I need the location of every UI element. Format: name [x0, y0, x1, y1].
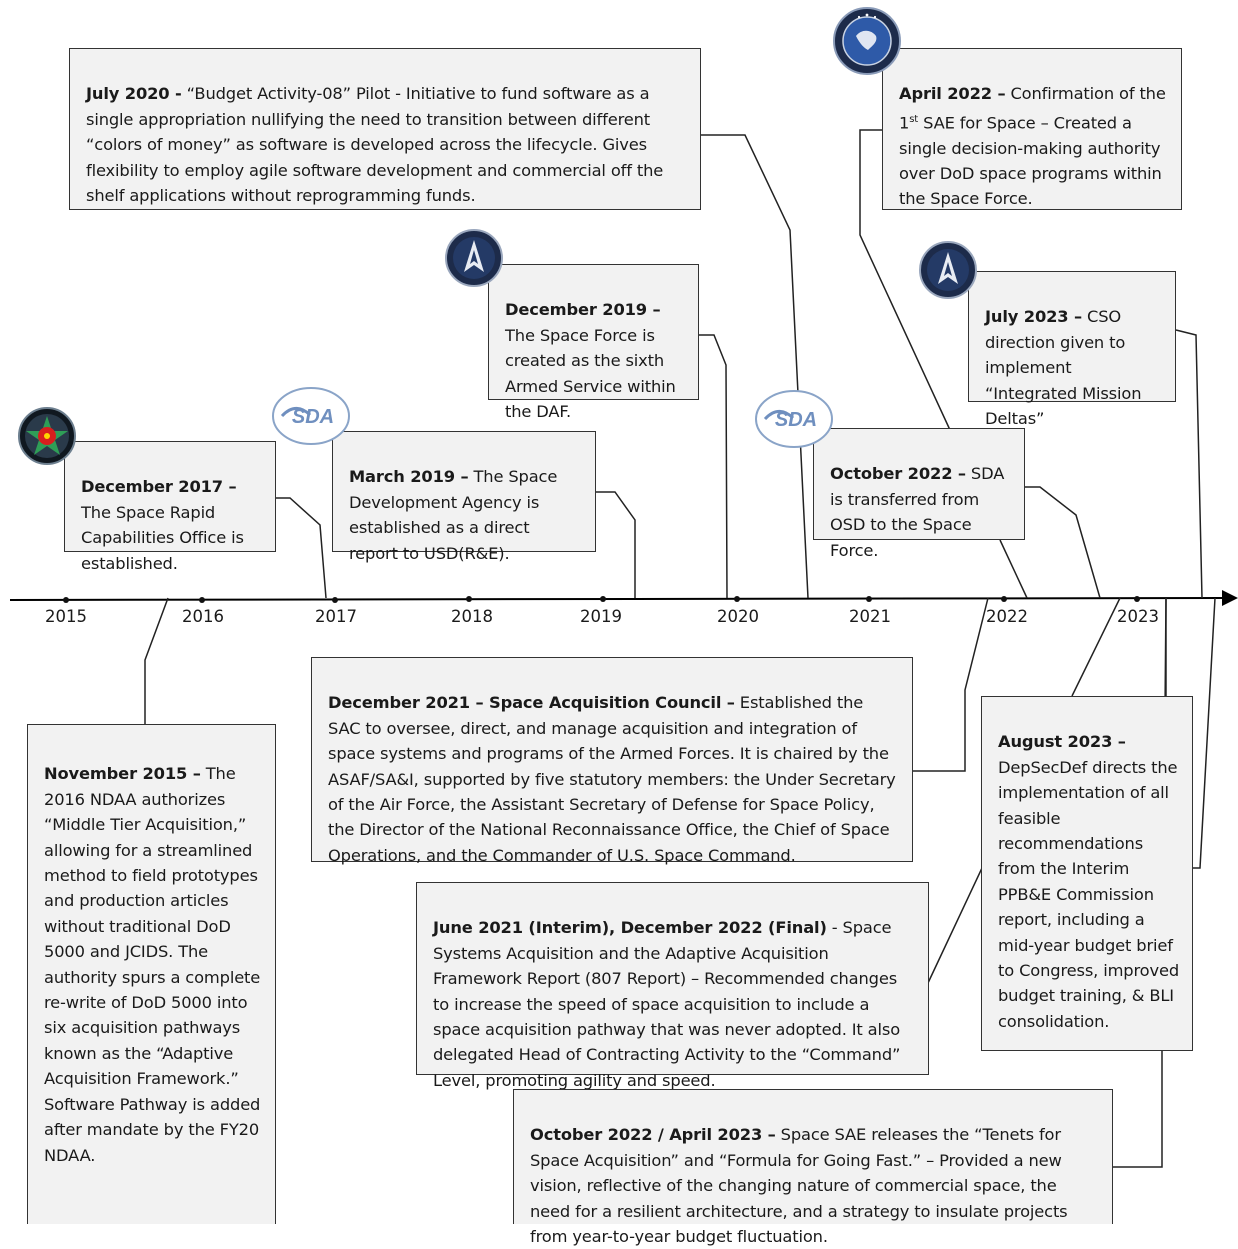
event-text: CSO direction given to implement “Integr… [985, 307, 1142, 429]
year-label-2023: 2023 [1117, 607, 1159, 626]
event-box-oct2022apr2023: October 2022 / April 2023 – Space SAE re… [513, 1089, 1113, 1246]
event-heading: August 2023 – [998, 732, 1126, 752]
event-box-dec2021: December 2021 – Space Acquisition Counci… [311, 657, 913, 865]
event-box-mar2019: March 2019 – The Space Development Agenc… [332, 431, 596, 563]
year-label-2021: 2021 [849, 607, 891, 626]
event-text: Established the SAC to oversee, direct, … [328, 693, 896, 865]
event-box-jun2021: June 2021 (Interim), December 2022 (Fina… [416, 882, 929, 1090]
event-text-superscript: st [909, 113, 919, 125]
sda-logo-text: SDA [775, 409, 817, 431]
event-box-oct2022: October 2022 – SDA is transferred from O… [813, 428, 1025, 560]
year-marker-2018 [466, 596, 472, 602]
event-text: SDA is transferred from OSD to the Space… [830, 464, 1005, 560]
timeline-axis [9, 597, 1223, 601]
event-heading: October 2022 – [830, 464, 966, 484]
year-marker-2020 [734, 596, 740, 602]
event-heading: June 2021 (Interim), December 2022 (Fina… [433, 918, 827, 938]
connector-dec2019 [698, 334, 728, 599]
year-marker-2023 [1134, 596, 1140, 602]
event-heading: December 2017 – [81, 477, 237, 497]
sda-logo-icon: SDA [272, 387, 350, 445]
event-text: DepSecDef directs the implementation of … [998, 757, 1180, 1031]
year-label-2019: 2019 [580, 607, 622, 626]
year-label-2020: 2020 [717, 607, 759, 626]
event-text: The Space Force is created as the sixth … [505, 325, 676, 422]
space-rco-seal-icon [18, 407, 76, 465]
event-text: The 2016 NDAA authorizes “Middle Tier Ac… [44, 764, 261, 1165]
event-box-nov2015: November 2015 – The 2016 NDAA authorizes… [27, 724, 276, 1224]
year-label-2017: 2017 [315, 607, 357, 626]
connector-dec2017 [275, 497, 327, 599]
event-heading: July 2020 - [86, 84, 182, 104]
year-marker-2021 [866, 596, 872, 602]
year-label-2016: 2016 [182, 607, 224, 626]
connector-apr2022 [859, 129, 951, 431]
connector-aug2023 [1071, 597, 1121, 697]
year-marker-2022 [1001, 596, 1007, 602]
connector-oct2022-b [1024, 486, 1101, 599]
connector-dec2021 [912, 597, 989, 772]
event-text: SAE for Space – Created a single decisio… [899, 113, 1162, 209]
year-label-2022: 2022 [986, 607, 1028, 626]
event-text: The Space Development Agency is establis… [349, 467, 558, 563]
year-label-2018: 2018 [451, 607, 493, 626]
connector-oct2022-a [999, 539, 1028, 599]
year-marker-2017 [332, 597, 338, 603]
event-heading: December 2019 – [505, 300, 661, 320]
event-heading: April 2022 – [899, 84, 1006, 104]
connector-jul2023 [1175, 329, 1203, 599]
year-marker-2019 [600, 596, 606, 602]
connector-mar2019 [595, 491, 636, 598]
event-box-aug2023: August 2023 – DepSecDef directs the imple… [981, 696, 1193, 1051]
connector-nov2015 [144, 597, 169, 724]
connector-jul2020 [700, 134, 809, 599]
event-heading: July 2023 – [985, 307, 1082, 327]
event-box-dec2019: December 2019 – The Space Force is create… [488, 264, 699, 421]
timeline-arrowhead [1222, 590, 1238, 606]
year-marker-2015 [63, 597, 69, 603]
space-force-delta-seal-icon [445, 229, 503, 287]
year-marker-2016 [199, 597, 205, 603]
event-heading: December 2021 – Space Acquisition Counci… [328, 693, 735, 713]
event-heading: March 2019 – [349, 467, 469, 487]
space-force-delta-seal-icon [919, 241, 977, 299]
event-box-jul2023: July 2023 – CSO direction given to imple… [968, 271, 1176, 428]
event-text: “Budget Activity-08” Pilot - Initiative … [86, 84, 664, 206]
event-text: - Space Systems Acquisition and the Adap… [433, 918, 901, 1090]
sda-logo-text: SDA [292, 406, 334, 428]
sda-logo-icon: SDA [755, 390, 833, 448]
event-text: Confirmation of the 1 [899, 84, 1166, 133]
event-text: The Space Rapid Capabilities Office is e… [81, 502, 244, 573]
event-heading: October 2022 / April 2023 – [530, 1125, 776, 1145]
year-markers [63, 596, 1140, 603]
event-box-jul2020: July 2020 - “Budget Activity-08” Pilot -… [69, 48, 701, 210]
event-box-apr2022: April 2022 – Confirmation of the 1st SAE… [882, 48, 1182, 210]
event-box-dec2017: December 2017 – The Space Rapid Capabilit… [64, 441, 276, 573]
year-label-2015: 2015 [45, 607, 87, 626]
space-force-seal-globe-icon [833, 7, 901, 75]
event-heading: November 2015 – [44, 764, 201, 784]
